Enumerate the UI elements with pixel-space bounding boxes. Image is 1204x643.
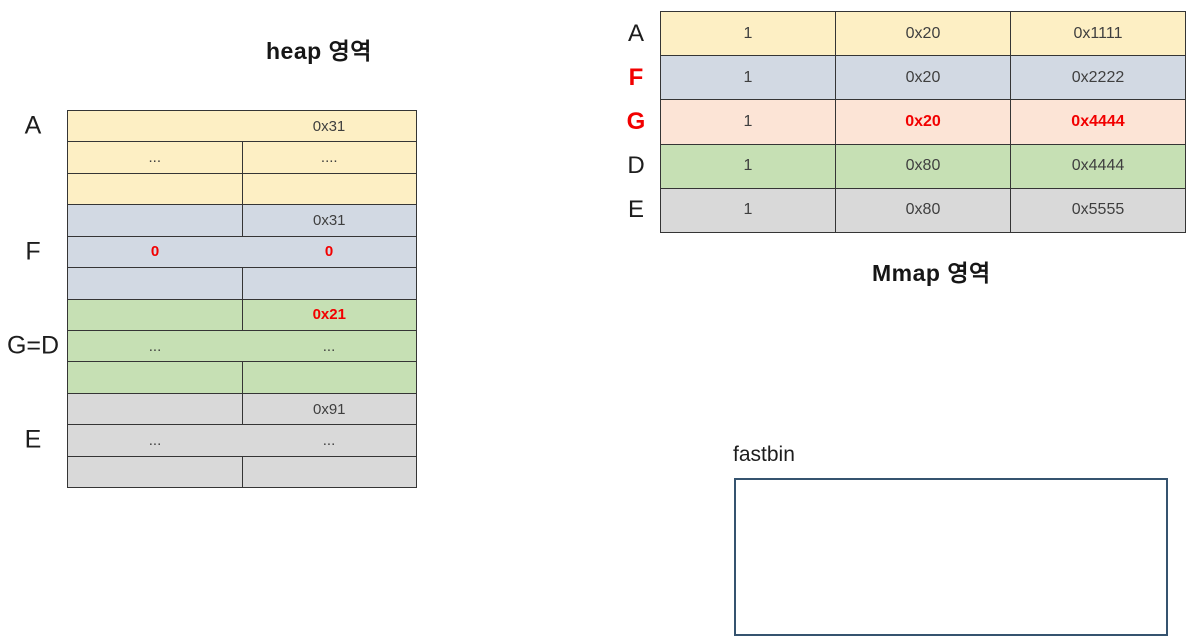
heap-row: G=D...... <box>7 330 416 363</box>
heap-cell <box>68 362 243 393</box>
heap-cell: 0x31 <box>312 211 346 229</box>
mmap-row-label: A <box>627 19 644 47</box>
mmap-row-label: G <box>626 108 646 135</box>
mmap-cell: 0x20 <box>836 12 1011 56</box>
heap-cell: 0x31 <box>312 117 346 135</box>
heap-row: 0x21 <box>68 299 416 331</box>
heap-cell <box>68 111 242 141</box>
heap-cell <box>243 174 417 204</box>
heap-cell: 0x91 <box>312 400 346 418</box>
heap-cell: ... <box>322 337 336 355</box>
mmap-cell: 0x1111 <box>1073 24 1123 42</box>
heap-row: E...... <box>25 425 416 457</box>
mmap-cell: 0x5555 <box>1071 201 1125 219</box>
heap-cell: 0 <box>150 243 160 261</box>
mmap-cell: 0x4444 <box>1071 113 1125 130</box>
heap-cell <box>68 173 243 205</box>
heap-row: ....... <box>68 142 416 174</box>
mmap-area-title: Mmap 영역 <box>872 260 991 286</box>
heap-row: 0x91 <box>68 393 416 426</box>
heap-cell <box>68 205 243 236</box>
heap-cell <box>68 456 243 488</box>
heap-cell <box>68 268 243 299</box>
heap-row-label: A <box>24 111 42 140</box>
heap-row <box>68 362 417 394</box>
mmap-cell: 0x20 <box>836 100 1011 144</box>
heap-row: 0x31 <box>68 205 416 237</box>
heap-row: A 0x31 <box>25 111 416 143</box>
heap-row: F 0 0 <box>25 236 416 269</box>
heap-cell: .... <box>320 149 338 167</box>
mmap-row-label: E <box>627 196 644 224</box>
heap-row <box>68 268 417 300</box>
mmap-cell: 1 <box>661 12 836 56</box>
mmap-cell: 0x80 <box>836 144 1011 188</box>
mmap-cell: 1 <box>661 188 836 233</box>
fastbin-box <box>734 478 1168 636</box>
mmap-row-label: D <box>627 152 645 180</box>
mmap-cell: 0x20 <box>836 56 1011 100</box>
heap-area-title: heap 영역 <box>266 38 372 64</box>
heap-cell <box>243 457 417 487</box>
heap-cell: 0 <box>324 243 334 261</box>
heap-row-label: F <box>25 237 41 266</box>
heap-cell <box>68 299 243 330</box>
mmap-cell: 0x80 <box>836 188 1011 233</box>
heap-row <box>68 456 417 488</box>
fastbin-label: fastbin <box>733 443 795 466</box>
heap-cell: ... <box>148 431 162 449</box>
heap-cell: ... <box>322 431 336 449</box>
mmap-cell: 1 <box>661 100 836 144</box>
heap-row <box>68 173 417 206</box>
heap-cell <box>243 268 417 298</box>
heap-cell: 0x21 <box>312 306 346 324</box>
heap-cell <box>243 362 417 392</box>
heap-cell: ... <box>68 142 243 173</box>
mmap-row-label: F <box>628 63 644 91</box>
heap-cell <box>68 393 243 425</box>
heap-row-label: E <box>24 425 42 454</box>
heap-cell: ... <box>148 337 162 355</box>
mmap-cell: 0x2222 <box>1071 68 1125 86</box>
mmap-cell: 0x4444 <box>1071 157 1125 175</box>
mmap-cell: 1 <box>661 56 836 100</box>
mmap-cell: 1 <box>661 144 836 188</box>
heap-row-label: G=D <box>6 331 60 360</box>
